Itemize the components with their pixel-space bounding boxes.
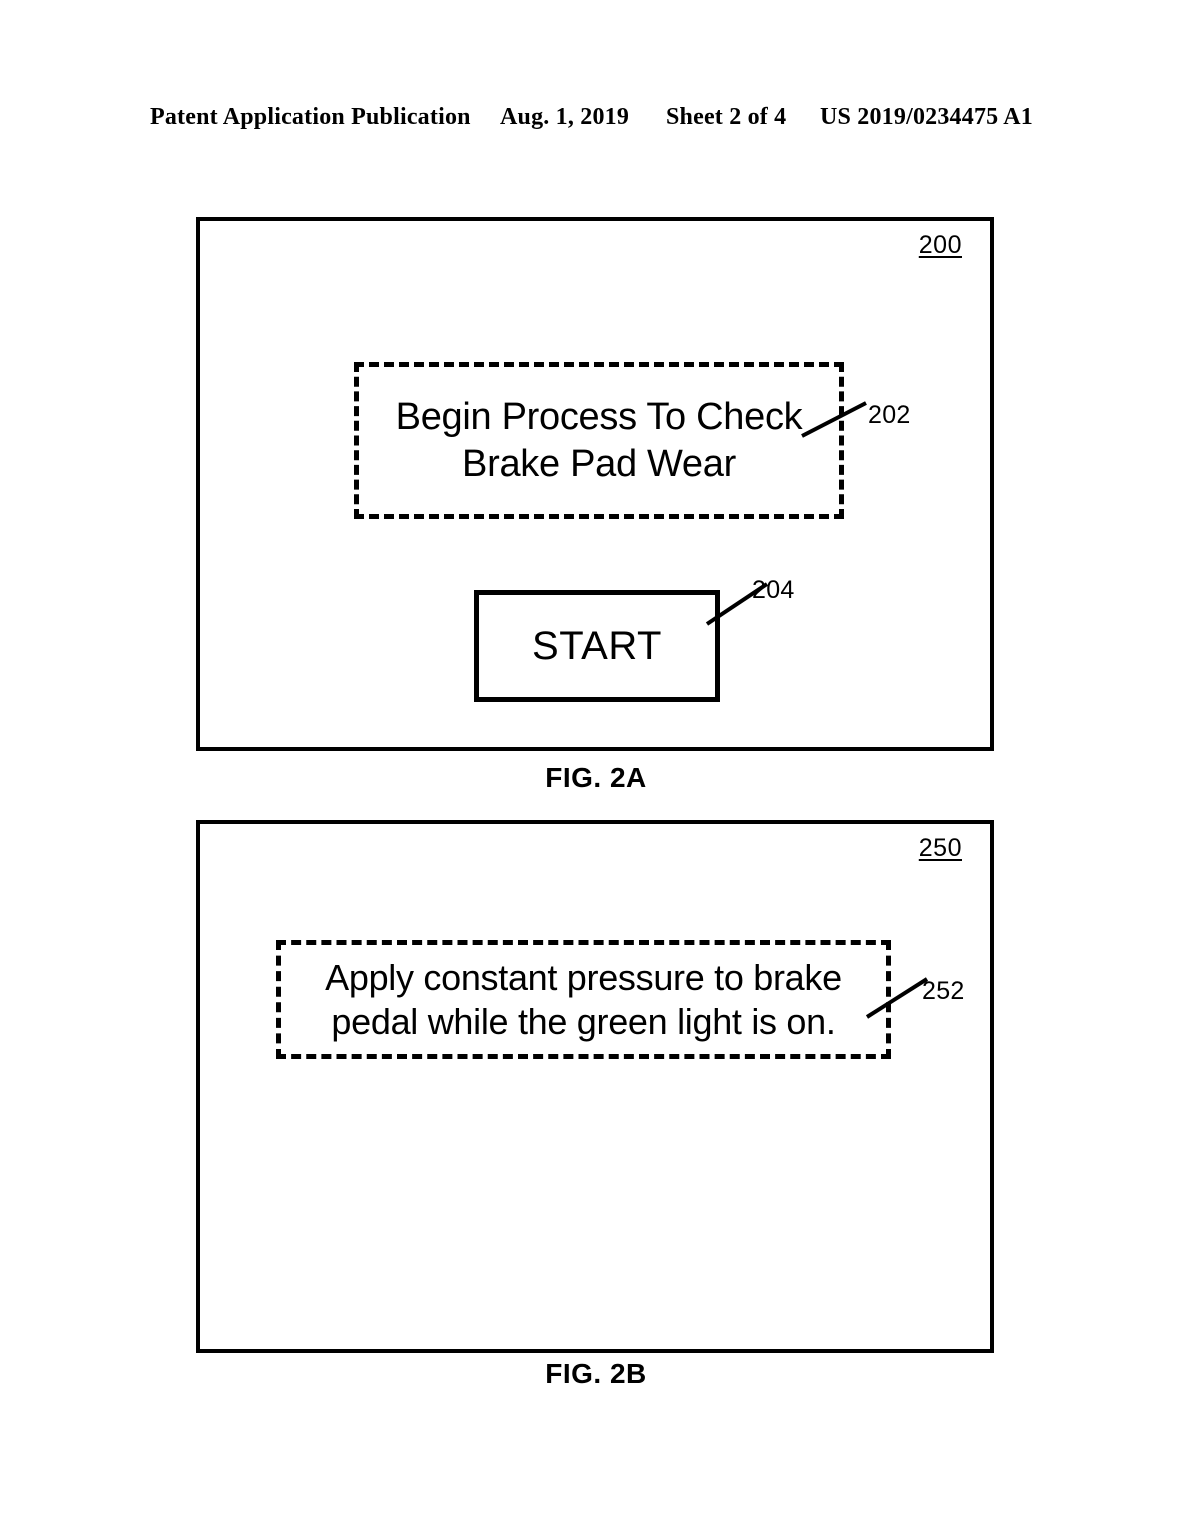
instruction-box-252-text: Apply constant pressure to brake pedal w… [325,956,842,1042]
instruction-box-202: Begin Process To Check Brake Pad Wear [354,362,844,519]
header-sheet-number: Sheet 2 of 4 [666,104,787,130]
reference-numeral-204: 204 [752,576,795,604]
page-header: Patent Application Publication Aug. 1, 2… [0,104,1192,138]
instruction-box-252: Apply constant pressure to brake pedal w… [276,940,891,1059]
figure-2a-frame: 200 Begin Process To Check Brake Pad Wea… [196,217,994,751]
header-publication-label: Patent Application Publication [150,104,471,130]
reference-numeral-252: 252 [922,977,965,1005]
figure-2b-caption: FIG. 2B [545,1358,647,1389]
start-button[interactable]: START [474,590,720,702]
figure-2b-frame: 250 Apply constant pressure to brake ped… [196,820,994,1353]
header-publication-number: US 2019/0234475 A1 [820,104,1033,130]
figure-2a-reference-numeral: 200 [918,231,962,259]
start-button-label: START [532,623,662,668]
header-date: Aug. 1, 2019 [500,104,630,130]
figure-2b-reference-numeral: 250 [918,834,962,862]
instruction-box-202-text: Begin Process To Check Brake Pad Wear [395,396,803,485]
figure-2a-caption: FIG. 2A [545,762,647,793]
reference-numeral-202: 202 [868,401,911,429]
